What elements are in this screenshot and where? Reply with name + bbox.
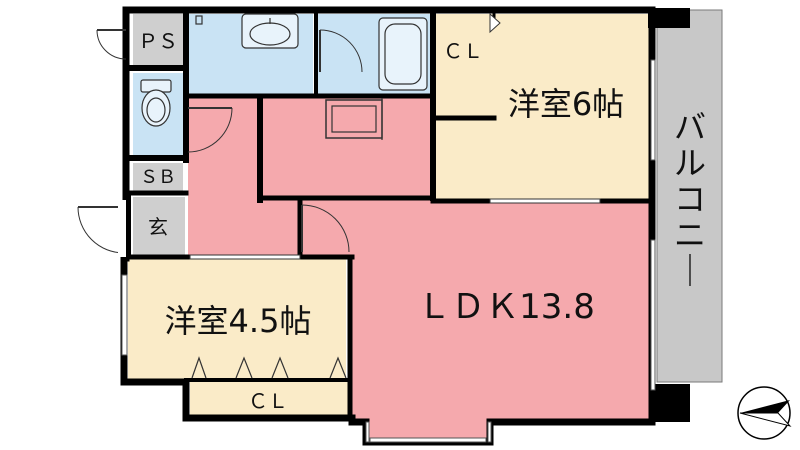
washroom-door [187,107,233,153]
kitchen-area [262,98,432,196]
window-ldk-east [650,239,656,391]
label-western-6: 洋室6帖 [508,85,624,123]
entrance-door [77,200,126,257]
ldk-area [300,200,652,420]
ps-area [133,14,183,66]
ps-door [96,29,127,60]
label-western-45: 洋室4.5帖 [165,302,312,340]
balcony-area [656,9,723,383]
label-ps: ＰＳ [138,29,178,53]
bathtub-icon [378,17,428,91]
window-ldk-bay-right [487,421,492,443]
kitchen-counter-icon [325,98,383,140]
ldk-bay-area [368,420,488,440]
label-ldk: ＬＤＫ13.8 [417,287,595,327]
column-entrance [123,195,131,259]
room-fills [128,9,723,440]
north-arrow-icon [737,386,792,440]
label-sb: ＳＢ [140,167,176,188]
windows [121,59,656,443]
closet-bifold-doors [191,356,347,379]
window-ldk-bay-left [365,421,370,443]
sink-icon [195,13,299,49]
label-balcony: バルコニ｜ [674,108,706,290]
closet-bottom-area [190,379,348,416]
bathroom-door [319,29,363,73]
doors [77,12,601,379]
label-cl-top: ＣＬ [443,39,483,63]
column-top-right [648,8,690,28]
toilet-icon [140,79,172,127]
column-bottom-right [652,384,690,422]
entrance-area [133,197,185,257]
window-w45-west [121,274,128,356]
window-w6-east [650,59,656,161]
sliding-door-w6 [489,198,601,204]
corridor-area [188,98,300,256]
western-6-area [436,14,652,200]
sliding-door-w45 [189,254,301,260]
label-entrance: 玄 [148,215,168,239]
western-45-area [128,259,346,379]
closet-top-door [489,12,501,34]
fixtures [140,13,428,140]
room-labels: ＰＳ ＣＬ 洋室6帖 バルコニ｜ ＳＢ 玄 洋室4.5帖 ＬＤＫ13.8 ＣＬ [138,29,706,413]
label-cl-bottom: ＣＬ [248,389,288,413]
sb-area [133,163,183,191]
window-ldk-bay-bottom [369,437,487,443]
ldk-door [301,204,350,253]
